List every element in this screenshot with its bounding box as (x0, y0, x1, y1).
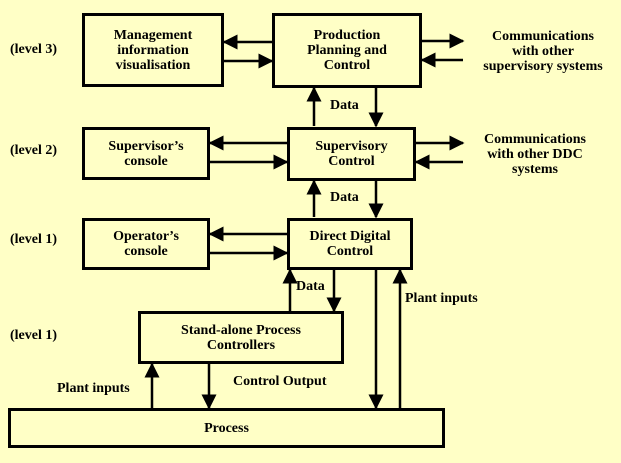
data-label-lower: Data (296, 279, 325, 294)
level-2-label: (level 2) (10, 143, 58, 158)
operator-console-label: Operator’s console (113, 229, 179, 259)
supervisory-control-box: Supervisory Control (287, 127, 416, 181)
supervisory-control-label: Supervisory Control (315, 139, 388, 169)
management-information-box: Management information visualisation (82, 13, 224, 87)
direct-digital-control-label: Direct Digital Control (309, 229, 391, 259)
level-3-label: (level 3) (10, 42, 58, 57)
supervisor-console-label: Supervisor’s console (108, 138, 184, 169)
management-information-label: Management information visualisation (113, 27, 193, 73)
production-planning-label: Production Planning and Control (307, 28, 387, 73)
comm-ddc-label: Communications with other DDC systems (484, 132, 586, 177)
plant-inputs-label-right: Plant inputs (405, 291, 478, 306)
level-1-label-lower: (level 1) (10, 328, 58, 343)
level-1-label-upper: (level 1) (10, 232, 58, 247)
data-label-upper: Data (330, 98, 359, 113)
data-label-middle: Data (330, 190, 359, 205)
process-label: Process (204, 420, 249, 436)
control-output-label: Control Output (233, 374, 327, 389)
comm-supervisory-label: Communications with other supervisory sy… (483, 29, 603, 74)
operator-console-box: Operator’s console (82, 218, 210, 270)
standalone-controllers-box: Stand-alone Process Controllers (138, 311, 344, 364)
direct-digital-control-box: Direct Digital Control (287, 218, 413, 270)
supervisor-console-box: Supervisor’s console (82, 127, 210, 180)
plant-inputs-label-left: Plant inputs (57, 381, 130, 396)
standalone-controllers-label: Stand-alone Process Controllers (181, 322, 301, 353)
process-box: Process (8, 408, 445, 448)
production-planning-box: Production Planning and Control (272, 13, 422, 88)
